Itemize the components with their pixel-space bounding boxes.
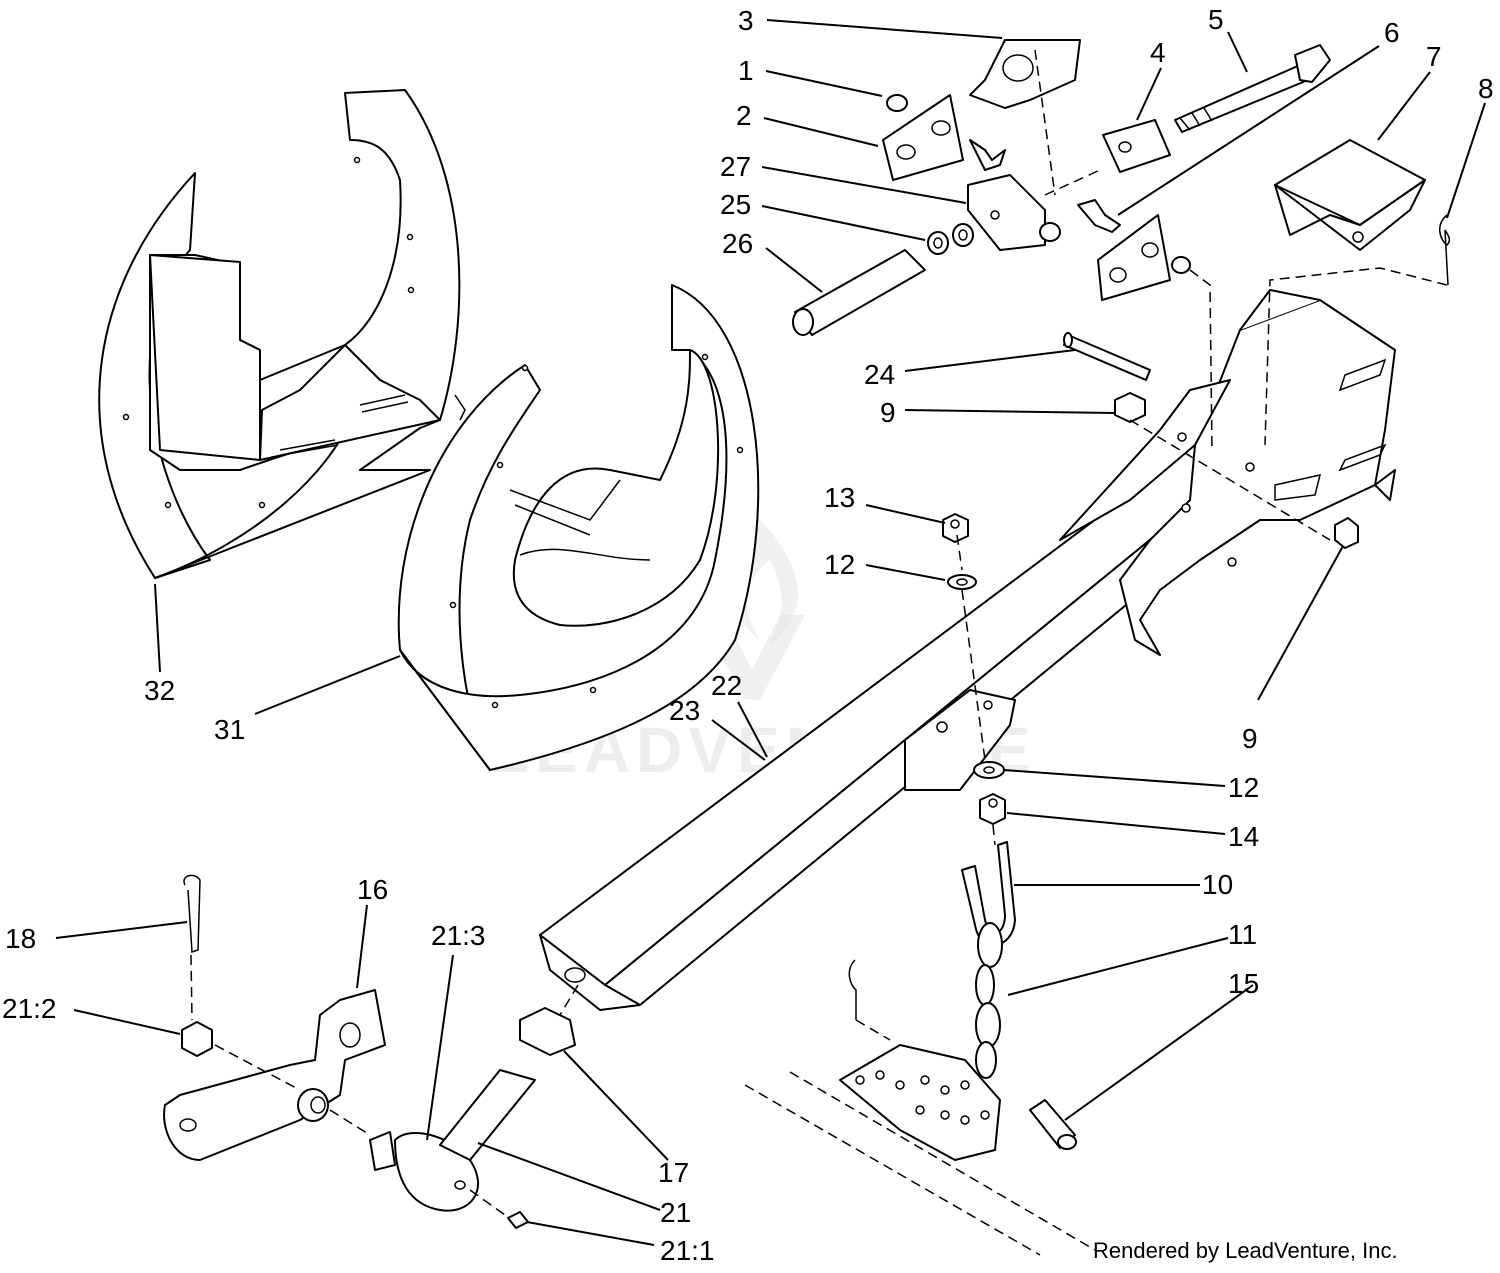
callout-13: 13 [824, 482, 855, 513]
callout-7: 7 [1426, 41, 1442, 72]
callout-21-3: 21:3 [431, 920, 486, 951]
part-5-bolt [1174, 44, 1331, 133]
callout-12-upper: 12 [824, 549, 855, 580]
part-6-bolt [1077, 199, 1121, 233]
part-4-spacer [1102, 119, 1171, 173]
callout-31: 31 [214, 714, 245, 745]
assembly-lines [190, 49, 1448, 1216]
callout-32: 32 [144, 675, 175, 706]
part-27-clevis [967, 174, 1061, 251]
part-21-2-castle-nut [181, 1021, 213, 1057]
part-9-nut-lower [1334, 517, 1359, 549]
callout-11: 11 [1228, 919, 1257, 950]
callout-22: 22 [711, 670, 742, 701]
part-15-pin [1029, 1099, 1077, 1150]
callout-27: 27 [720, 151, 751, 182]
callout-21-2: 21:2 [2, 993, 57, 1024]
part-12-washer-lower [973, 761, 1005, 779]
callout-25: 25 [720, 189, 751, 220]
callout-21-1: 21:1 [660, 1235, 715, 1266]
callout-2: 2 [736, 100, 752, 131]
part-13-nut [942, 513, 969, 543]
callout-14: 14 [1228, 821, 1259, 852]
callout-6: 6 [1384, 17, 1400, 48]
part-7-cover [1274, 139, 1426, 251]
part-14-nut [979, 793, 1006, 825]
callout-4: 4 [1150, 37, 1166, 68]
callout-9-upper: 9 [880, 397, 896, 428]
part-6-plate [1097, 214, 1191, 301]
callout-5: 5 [1208, 4, 1224, 35]
part-2-bolt [969, 139, 1006, 171]
callout-labels: 3 5 6 7 1 4 8 2 27 25 26 24 9 13 12 32 2… [2, 4, 1494, 1266]
part-2-plate [882, 94, 964, 181]
leader-lines [55, 19, 1486, 1246]
callout-17: 17 [658, 1157, 689, 1188]
part-31-disc-shield [397, 284, 760, 771]
part-16-steering-arm [163, 989, 386, 1161]
part-32-disc-shield [98, 89, 461, 579]
callout-26: 26 [722, 228, 753, 259]
part-18-cotter-pin [183, 874, 201, 954]
callout-10: 10 [1202, 869, 1233, 900]
part-12-washer-upper [947, 574, 977, 590]
part-11-chain [975, 922, 1003, 1079]
part-26-rod [792, 249, 926, 336]
part-17-jam-nut [519, 1007, 576, 1056]
callout-9-lower: 9 [1242, 723, 1258, 754]
part-1-nut [886, 94, 908, 112]
part-25-washers [927, 223, 974, 255]
part-9-nut-upper [1114, 392, 1146, 423]
callout-15: 15 [1228, 968, 1259, 999]
callout-12-lower: 12 [1228, 772, 1259, 803]
callout-24: 24 [864, 359, 895, 390]
callout-3: 3 [738, 5, 754, 36]
part-8-hair-pin [1439, 214, 1451, 286]
part-3-bracket [969, 39, 1081, 109]
render-credit: Rendered by LeadVenture, Inc. [1093, 1238, 1398, 1263]
part-21-tie-rod-end [369, 1069, 536, 1212]
callout-23: 23 [669, 695, 700, 726]
callout-1: 1 [738, 55, 754, 86]
tractor-drawbar [744, 959, 1096, 1256]
hitch-frame [539, 289, 1396, 1011]
part-24-pin [1063, 332, 1151, 381]
callout-16: 16 [357, 874, 388, 905]
part-21-1-grease-fitting [507, 1211, 529, 1229]
callout-8: 8 [1478, 73, 1494, 104]
callout-18: 18 [5, 923, 36, 954]
callout-21: 21 [660, 1197, 691, 1228]
